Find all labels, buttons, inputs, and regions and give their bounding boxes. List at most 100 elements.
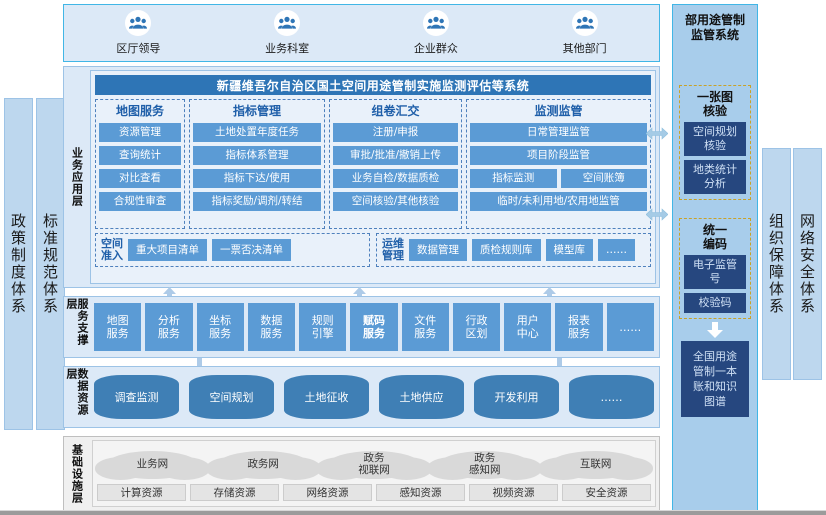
app-cell[interactable]: 指标奖励/调剂/转结	[193, 192, 321, 211]
app-column-volume-submission: 组卷汇交 注册/申报 审批/批准/撤销上传 业务自检/数据质检 空间核验/其他核…	[329, 99, 462, 229]
service-box[interactable]: 地图服务	[94, 303, 142, 351]
service-box[interactable]: 坐标服务	[196, 303, 244, 351]
service-box[interactable]: 行政区划	[452, 303, 501, 351]
layer-infrastructure: 基础设施层 业务网 政务网 政务视联网 政务感知网 互联网 计算资源 存储资源 …	[63, 436, 660, 511]
users-icon	[125, 10, 152, 36]
app-cell[interactable]: 日常管理监管	[470, 123, 647, 142]
database-cylinder[interactable]: 调查监测	[94, 375, 179, 419]
app-cell[interactable]: 对比查看	[99, 169, 181, 188]
users-icon	[571, 10, 598, 36]
app-cell[interactable]: 合规性审查	[99, 192, 181, 211]
database-cylinder[interactable]: 土地征收	[284, 375, 369, 419]
database-cylinder[interactable]: 开发利用	[474, 375, 559, 419]
users-icon	[274, 10, 301, 36]
role-item[interactable]: 其他部门	[510, 5, 659, 61]
role-item[interactable]: 企业群众	[362, 5, 511, 61]
role-item[interactable]: 业务科室	[213, 5, 362, 61]
up-arrow-icon	[543, 287, 556, 302]
database-label: 土地征收	[304, 391, 349, 404]
service-line: 区划	[465, 327, 488, 340]
app-column-map-service: 地图服务 资源管理 查询统计 对比查看 合规性审查	[95, 99, 185, 229]
infra-inner: 业务网 政务网 政务视联网 政务感知网 互联网 计算资源 存储资源 网络资源 感…	[92, 440, 656, 507]
service-box[interactable]: 报表服务	[555, 303, 603, 351]
group-title-line: 运维	[382, 237, 404, 250]
app-cell[interactable]: 注册/申报	[333, 123, 458, 142]
group-cell[interactable]: 重大项目清单	[128, 239, 207, 261]
service-line: 坐标	[209, 314, 232, 327]
right-pillar-network-security-label: 网络安全体系	[798, 213, 816, 315]
service-box[interactable]: 赋码服务	[350, 303, 398, 351]
app-cell[interactable]: 查询统计	[99, 146, 181, 165]
service-box[interactable]: 用户中心	[504, 303, 552, 351]
down-arrow-container	[673, 322, 757, 338]
app-cell[interactable]: 指标下达/使用	[193, 169, 321, 188]
service-box[interactable]: ……	[606, 303, 654, 351]
resource-box[interactable]: 计算资源	[97, 484, 186, 501]
right-box[interactable]: 地类统计 分析	[684, 160, 746, 194]
group-cell[interactable]: ……	[598, 239, 635, 261]
layer-data-resource: 数据资源层 调查监测 空间规划 土地征收 土地供应 开发利用 ……	[63, 366, 660, 428]
right-box-line: 校验码	[698, 296, 732, 309]
right-box[interactable]: 电子监管 号	[684, 255, 746, 289]
right-box-line: 号	[709, 272, 721, 285]
group-cell[interactable]: 数据管理	[409, 239, 467, 261]
app-cell[interactable]: 业务自检/数据质检	[333, 169, 458, 188]
resource-box[interactable]: 存储资源	[190, 484, 279, 501]
national-ledger-box[interactable]: 全国用途 管制一本 账和知识 图谱	[681, 341, 749, 417]
network-cloud[interactable]: 政务视联网	[316, 445, 432, 483]
right-box[interactable]: 空间规划 核验	[684, 122, 746, 156]
service-box[interactable]: 数据服务	[247, 303, 296, 351]
right-pillar-network-security: 网络安全体系	[793, 148, 822, 380]
column-header: 指标管理	[232, 104, 281, 118]
left-pillar-standard: 标准规范体系	[36, 98, 65, 430]
app-cell[interactable]: 资源管理	[99, 123, 181, 142]
group-title: 空间 准入	[101, 238, 123, 262]
cloud-icon	[94, 451, 211, 480]
right-box-line: 核验	[704, 139, 726, 152]
resource-box[interactable]: 网络资源	[283, 484, 372, 501]
right-group-one-map-verification: 一张图 核验 空间规划 核验 地类统计 分析	[679, 85, 751, 200]
app-cell[interactable]: 临时/未利用地/农用地监管	[470, 192, 647, 211]
group-cell[interactable]: 模型库	[545, 239, 593, 261]
role-label: 其他部门	[562, 42, 607, 55]
right-box[interactable]: 校验码	[684, 293, 746, 313]
network-cloud[interactable]: 业务网	[94, 445, 211, 483]
app-cell[interactable]: 空间核验/其他核验	[333, 192, 458, 211]
database-cylinder[interactable]: ……	[569, 375, 654, 419]
final-box-line: 图谱	[704, 395, 726, 408]
app-cell[interactable]: 指标体系管理	[193, 146, 321, 165]
service-box[interactable]: 规则引擎	[299, 303, 347, 351]
app-cell[interactable]: 指标监测	[470, 169, 557, 188]
app-column-index-management: 指标管理 土地处置年度任务 指标体系管理 指标下达/使用 指标奖励/调剂/转结	[189, 99, 325, 229]
group-cell[interactable]: 质检规则库	[472, 239, 541, 261]
role-item[interactable]: 区厅领导	[64, 5, 213, 61]
network-cloud[interactable]: 政务网	[205, 445, 321, 483]
app-cell-pair: 指标监测 空间账簿	[470, 169, 647, 188]
service-box[interactable]: 文件服务	[401, 303, 449, 351]
database-cylinder[interactable]: 空间规划	[189, 375, 274, 419]
network-cloud[interactable]: 互联网	[537, 445, 654, 483]
left-pillar-standard-label: 标准规范体系	[41, 213, 59, 315]
network-cloud[interactable]: 政务感知网	[427, 445, 543, 483]
database-cylinder[interactable]: 土地供应	[379, 375, 464, 419]
app-cell[interactable]: 审批/批准/撤销上传	[333, 146, 458, 165]
app-cell[interactable]: 空间账簿	[560, 169, 647, 188]
resource-box[interactable]: 视频资源	[469, 484, 558, 501]
right-panel-title-line: 监管系统	[690, 28, 739, 42]
service-box[interactable]: 分析服务	[145, 303, 193, 351]
users-icon	[422, 10, 449, 36]
layer-service-support: 服务支撑层 地图服务 分析服务 坐标服务 数据服务 规则引擎 赋码服务 文件服务…	[63, 296, 660, 358]
resource-box[interactable]: 感知资源	[376, 484, 465, 501]
right-group-unified-coding: 统一 编码 电子监管 号 校验码	[679, 218, 751, 319]
cloud-icon	[537, 451, 654, 480]
service-line: 服务	[568, 327, 591, 340]
layer-label-infrastructure: 基础设施层	[70, 443, 84, 504]
right-group-header-line: 核验	[702, 104, 727, 118]
resource-box[interactable]: 安全资源	[562, 484, 651, 501]
group-title-line: 空间	[101, 237, 123, 250]
group-cell[interactable]: 一票否决清单	[212, 239, 291, 261]
app-cell[interactable]: 土地处置年度任务	[193, 123, 321, 142]
app-cell[interactable]: 项目阶段监管	[470, 146, 647, 165]
cloud-icon	[427, 451, 543, 480]
